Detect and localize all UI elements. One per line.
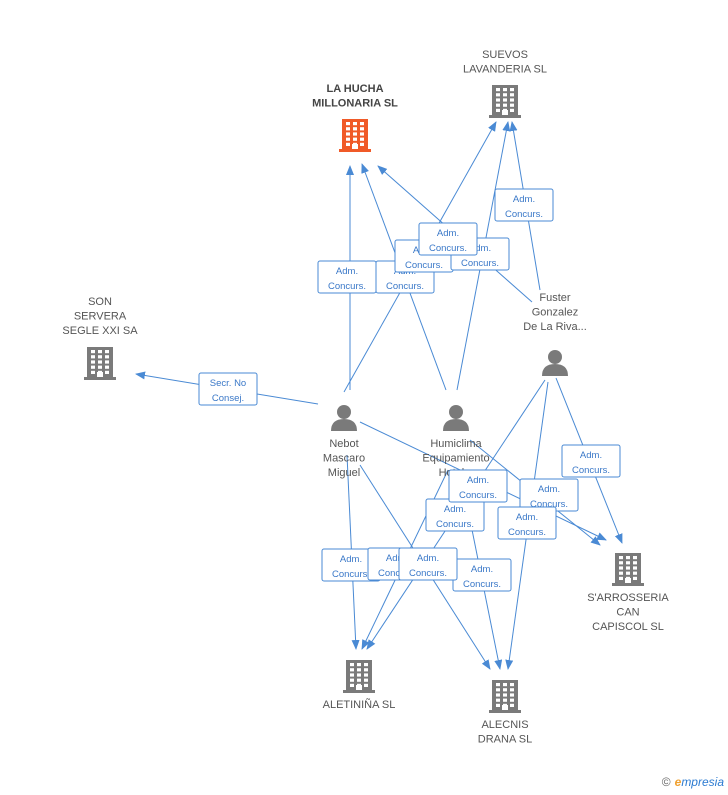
edge-label-box (561, 444, 621, 478)
edge-label-text: Secr. No (210, 378, 246, 389)
node-label: CAN (616, 607, 639, 619)
edge-label-text: Adm. (467, 475, 489, 486)
edge-label-text: Concurs. (463, 579, 501, 590)
edge-label-box (448, 469, 508, 503)
edge-label-text: Adm. (336, 266, 358, 277)
edge-label-text: Adm. (513, 194, 535, 205)
node-label: ALETINIÑA SL (323, 698, 396, 711)
node-label: De La Riva... (523, 321, 587, 333)
edge-label-fuster-to-hucha[interactable]: Adm. Concurs. (418, 222, 478, 256)
node-humiclima[interactable]: HumiclimaEquipamientoHotel... (422, 405, 490, 479)
brand-logo-text: mpresia (681, 775, 724, 789)
edge-label-nebot-to-sarrosseria[interactable]: Adm. Concurs. (519, 478, 579, 512)
edge-label-text: Concurs. (429, 243, 467, 254)
edge-label-text: Concurs. (386, 281, 424, 292)
edge-label-box (198, 372, 258, 406)
node-label: Equipamiento (422, 453, 489, 465)
edge-label-text: Adm. (469, 243, 491, 254)
footer-brand: ©empresia (662, 775, 724, 789)
node-label: Miguel (328, 467, 360, 479)
edge-label-text: Concurs. (332, 569, 370, 580)
edge-label-fuster-to-aletinina[interactable]: Adm. Concurs. (425, 498, 485, 532)
brand-logo-initial: e (674, 775, 682, 789)
node-label: Gonzalez (532, 307, 578, 319)
edge-label-text: Concurs. (405, 260, 443, 271)
node-label: ALECNIS (481, 719, 528, 731)
building-icon (339, 119, 371, 152)
edge-label-text: Adm. (340, 554, 362, 565)
node-son[interactable]: SON SERVERA SEGLE XXI SA (62, 296, 138, 380)
edge-label-text: Concurs. (572, 465, 610, 476)
edge-labels-layer: Adm.Concurs.Adm.Concurs.Adm.Concurs.Adm.… (198, 188, 621, 592)
building-icon (612, 553, 644, 586)
node-label: S'ARROSSERIA (587, 592, 669, 604)
node-label: SON (88, 296, 112, 308)
node-label: CAPISCOL SL (592, 621, 664, 633)
person-icon (542, 350, 568, 376)
node-label: Mascaro (323, 453, 365, 465)
node-label: SEGLE XXI SA (62, 325, 138, 337)
person-icon (331, 405, 357, 431)
node-sarrosseria[interactable]: S'ARROSSERIA CAN CAPISCOL SL (587, 553, 669, 633)
node-suevos[interactable]: SUEVOS LAVANDERIA SL (463, 49, 547, 118)
edge-label-box (418, 222, 478, 256)
edge-label-text: Concurs. (459, 490, 497, 501)
edge-label-fuster-to-suevos[interactable]: Adm. Concurs. (494, 188, 554, 222)
node-alecnis[interactable]: ALECNIS DRANA SL (478, 680, 532, 746)
node-label: Nebot (329, 438, 358, 450)
edge-label-text: Adm. (417, 553, 439, 564)
node-label: DRANA SL (478, 734, 532, 746)
building-icon (489, 680, 521, 713)
edge-label-nebot-to-hucha[interactable]: Adm. Concurs. (317, 260, 377, 294)
edge-label-humiclima-to-alecnis[interactable]: Adm. Concurs. (452, 558, 512, 592)
edge-label-fuster-to-alecnis[interactable]: Adm. Concurs. (448, 469, 508, 503)
edge-label-box (398, 547, 458, 581)
edge-label-text: Adm. (386, 553, 408, 564)
building-icon (84, 347, 116, 380)
node-label: LAVANDERIA SL (463, 64, 547, 76)
edge-label-text: Adm. (437, 228, 459, 239)
edge-label-text: Adm. (538, 484, 560, 495)
node-label: MILLONARIA SL (312, 98, 398, 110)
edge-label-text: Concurs. (436, 519, 474, 530)
edge-label-fuster-to-sarrosseria[interactable]: Adm. Concurs. (561, 444, 621, 478)
edge-label-text: Concurs. (461, 258, 499, 269)
node-label: SERVERA (74, 311, 127, 323)
edge-label-box (497, 506, 557, 540)
building-icon (489, 85, 521, 118)
edge-label-text: Adm. (471, 564, 493, 575)
node-label: Fuster (539, 292, 571, 304)
node-label: SUEVOS (482, 49, 528, 61)
node-label: Humiclima (430, 438, 482, 450)
building-icon (343, 660, 375, 693)
edge-label-text: Consej. (212, 393, 244, 404)
edge-label-text: Concurs. (409, 568, 447, 579)
edge-label-nebot-to-son[interactable]: Secr. No Consej. (198, 372, 258, 406)
person-icon (443, 405, 469, 431)
edge-label-text: Adm. (516, 512, 538, 523)
node-hucha[interactable]: LA HUCHA MILLONARIA SL (312, 83, 398, 152)
nodes-layer: LA HUCHA MILLONARIA SL SUEVOS LAVANDERIA SL… (62, 49, 669, 746)
edge-label-text: Adm. (444, 504, 466, 515)
edge-label-text: Concurs. (505, 209, 543, 220)
edge-label-text: Concurs. (530, 499, 568, 510)
edge-label-text: Concurs. (328, 281, 366, 292)
edge-label-text: Concurs. (508, 527, 546, 538)
node-label: LA HUCHA (326, 83, 383, 95)
edge-label-humiclima-to-sarrosseria[interactable]: Adm. Concurs. (497, 506, 557, 540)
node-aletinina[interactable]: ALETINIÑA SL (323, 660, 396, 711)
copyright-symbol: © (661, 775, 671, 789)
edge-label-box (494, 188, 554, 222)
edge-label-text: Adm. (580, 450, 602, 461)
edge-label-text: Concurs. (378, 568, 416, 579)
edge-label-nebot-to-alecnis[interactable]: Adm. Concurs. (398, 547, 458, 581)
